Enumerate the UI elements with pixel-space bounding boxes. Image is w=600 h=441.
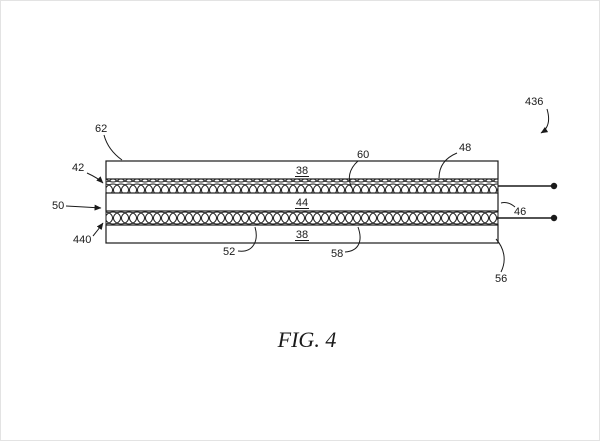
reference-labels: 436 62 60 48 42 50 440 52 58 56 46 xyxy=(52,96,543,285)
bottom-layer-label: 38 xyxy=(296,229,308,241)
ref-label-60: 60 xyxy=(357,149,369,161)
ref-label-62: 62 xyxy=(95,123,107,135)
leader-436 xyxy=(540,108,550,134)
ref-label-50: 50 xyxy=(52,200,64,212)
leader-50 xyxy=(65,204,102,211)
bottom-braid-band xyxy=(105,210,499,226)
ref-label-48: 48 xyxy=(459,142,471,154)
top-braid-band xyxy=(105,178,499,194)
bottom-lead-terminal-dot xyxy=(550,214,558,222)
ref-label-440: 440 xyxy=(73,234,91,246)
leader-48 xyxy=(438,152,458,179)
layer-stack: 38 44 38 xyxy=(105,160,499,244)
leader-60 xyxy=(348,160,359,189)
bottom-layer-38 xyxy=(105,224,499,244)
leader-62 xyxy=(103,134,123,161)
ref-label-42: 42 xyxy=(72,162,84,174)
middle-layer-label: 44 xyxy=(296,197,308,209)
ref-label-52: 52 xyxy=(223,246,235,258)
leader-46 xyxy=(500,202,516,208)
leader-52 xyxy=(237,226,257,252)
top-lead-terminal-dot xyxy=(550,182,558,190)
ref-label-56: 56 xyxy=(495,273,507,285)
electrical-leads xyxy=(498,182,558,222)
ref-label-58: 58 xyxy=(331,248,343,260)
leader-440 xyxy=(92,222,104,237)
ref-label-436: 436 xyxy=(525,96,543,108)
leader-58 xyxy=(344,226,361,253)
figure-caption: FIG. 4 xyxy=(277,327,337,352)
leader-lines xyxy=(65,108,550,273)
leader-42 xyxy=(86,172,104,184)
leader-56 xyxy=(495,238,505,273)
top-layer-label: 38 xyxy=(296,165,308,177)
ref-label-46: 46 xyxy=(514,206,526,218)
